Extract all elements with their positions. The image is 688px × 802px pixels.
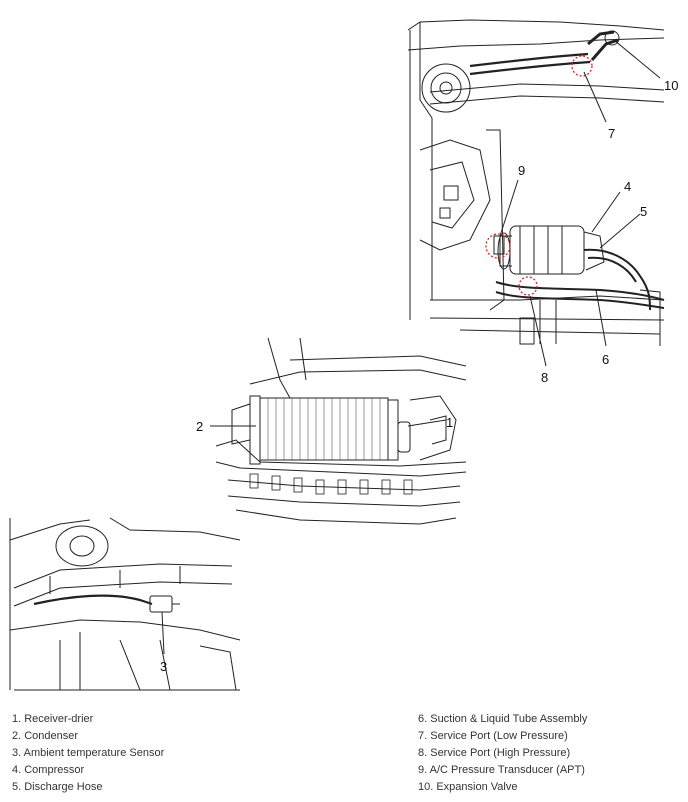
legend-item: 5. Discharge Hose	[12, 781, 103, 793]
legend-left: 1. Receiver-drier 2. Condenser 3. Ambien…	[12, 711, 164, 796]
legend-item: 9. A/C Pressure Transducer (APT)	[418, 764, 585, 776]
legend-item: 4. Compressor	[12, 764, 85, 776]
condenser-illustration	[210, 337, 467, 525]
ambient-sensor-illustration	[9, 517, 241, 691]
callout-6: 6	[602, 352, 609, 367]
callout-7: 7	[608, 126, 615, 141]
legend-item: 7. Service Port (Low Pressure)	[418, 730, 568, 742]
callout-5: 5	[640, 204, 647, 219]
callout-3: 3	[160, 659, 167, 674]
legend-item: 10. Expansion Valve	[418, 781, 518, 793]
callout-8: 8	[541, 370, 548, 385]
legend-item: 6. Suction & Liquid Tube Assembly	[418, 713, 588, 725]
callout-1: 1	[446, 415, 453, 430]
legend-item: 3. Ambient temperature Sensor	[12, 747, 165, 759]
legend-right: 6. Suction & Liquid Tube Assembly 7. Ser…	[418, 711, 587, 796]
callout-10: 10	[664, 78, 678, 93]
callout-4: 4	[624, 179, 631, 194]
legend-item: 8. Service Port (High Pressure)	[418, 747, 571, 759]
engine-bay-illustration	[407, 19, 665, 367]
callout-2: 2	[196, 419, 203, 434]
legend-item: 1. Receiver-drier	[12, 713, 94, 725]
callout-9: 9	[518, 163, 525, 178]
legend-item: 2. Condenser	[12, 730, 79, 742]
